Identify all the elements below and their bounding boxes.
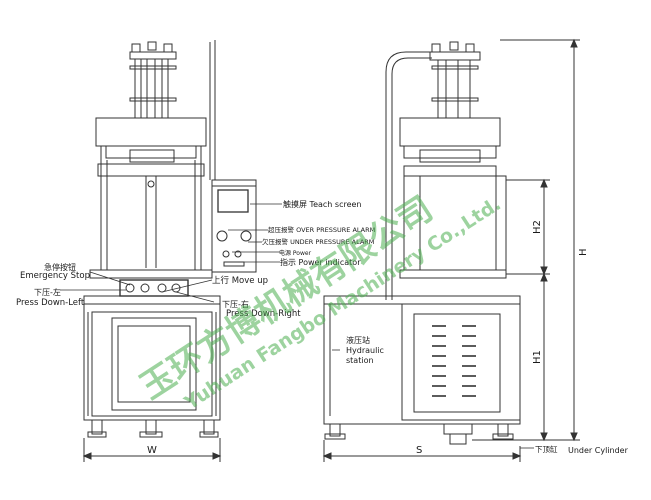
- dim-w: W: [147, 445, 157, 456]
- label-under-pressure: 欠压报警 UNDER PRESSURE ALARM: [262, 237, 374, 246]
- hydraulic-base: [323, 295, 521, 425]
- label-press-left-en: Press Down-Left: [16, 298, 85, 308]
- label-move-up: 上行 Move up: [212, 275, 268, 286]
- side-view: [322, 38, 580, 462]
- label-power-indicator: 指示 Power indicator: [280, 257, 361, 267]
- front-crosshead: [95, 117, 207, 147]
- control-panel: [211, 179, 257, 273]
- front-base: [83, 295, 221, 421]
- leader-lines: [60, 203, 534, 449]
- front-top-bolts: [129, 41, 177, 60]
- label-press-right-cn: 下压-右: [222, 299, 249, 309]
- label-under-cylinder-cn: 下顶缸: [535, 444, 558, 454]
- label-over-pressure: 超压报警 OVER PRESSURE ALARM: [268, 225, 375, 234]
- label-emergency-en: Emergency Stop: [20, 271, 90, 281]
- front-columns: [97, 146, 205, 270]
- side-crosshead: [399, 117, 501, 147]
- label-press-right-en: Press Down-Right: [226, 309, 301, 319]
- label-emergency-cn: 急停按钮: [44, 262, 76, 272]
- dim-s: S: [416, 445, 422, 456]
- label-hydraulic-cn: 液压站: [346, 335, 370, 345]
- dim-h: H: [578, 248, 589, 256]
- label-press-left-cn: 下压-左: [34, 287, 61, 297]
- front-feet: [87, 419, 219, 438]
- label-under-cylinder-en: Under Cylinder: [568, 446, 629, 455]
- label-power: 电源 Power: [279, 249, 312, 257]
- dim-h2: H2: [532, 220, 543, 234]
- dim-h1: H1: [532, 350, 543, 364]
- labels: 触摸屏 Teach screen 超压报警 OVER PRESSURE ALAR…: [16, 199, 629, 456]
- label-hydraulic-en-2: station: [346, 356, 374, 365]
- front-cylinder: [129, 59, 177, 118]
- watermark: 玉环方博机械有限公司 Yuhuan Fangbo Machinery Co.,L…: [133, 189, 505, 415]
- label-teach-screen: 触摸屏 Teach screen: [283, 199, 362, 209]
- front-view: [82, 40, 257, 462]
- vent-slots: [432, 325, 476, 397]
- label-hydraulic-en-1: Hydraulic: [346, 346, 384, 355]
- watermark-cn: 玉环方博机械有限公司: [133, 189, 440, 408]
